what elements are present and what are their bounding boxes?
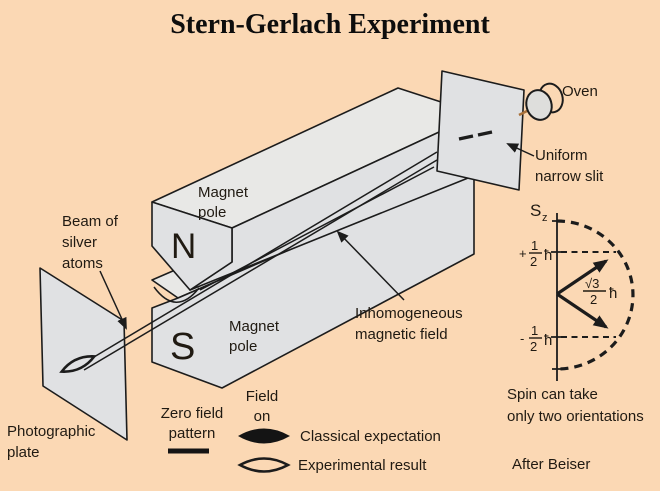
upper-magnet-end-face: [151, 201, 233, 291]
classical-pattern-icon: [238, 428, 290, 444]
field-label-line1: Inhomogeneous: [355, 305, 463, 322]
spin-axis-subscript: z: [542, 212, 548, 224]
spin-axis-label: S: [530, 201, 541, 220]
photographic-plate-label-line2: plate: [7, 444, 40, 461]
classical-label: Classical expectation: [300, 428, 441, 445]
beam-label-line1: Beam of: [62, 213, 119, 230]
slit-plate: [436, 70, 525, 191]
minus-den: 2: [530, 339, 537, 354]
minus-sign: -: [520, 331, 524, 346]
spin-plus-value: + 1 2 ħ: [519, 238, 552, 269]
magnitude-den: 2: [590, 292, 597, 307]
spin-semicircle: [556, 219, 635, 371]
spin-caption-line1: Spin can take: [507, 386, 598, 403]
field-on-label-line1: Field: [246, 388, 279, 405]
spin-magnitude-value: √3 2 ħ: [583, 276, 617, 307]
spin-minus-value: - 1 2 ħ: [520, 323, 552, 354]
field-on-label-line2: on: [254, 408, 271, 425]
experimental-label: Experimental result: [298, 457, 427, 474]
plus-hbar: ħ: [544, 247, 552, 264]
oven-body-front: [525, 89, 553, 121]
slit-label-line1: Uniform: [535, 147, 588, 164]
magnet-pole-top-label-line2: pole: [198, 204, 226, 221]
zero-field-label-line1: Zero field: [161, 405, 224, 422]
plus-sign: +: [519, 246, 527, 261]
north-pole-letter: N: [171, 227, 196, 266]
photographic-plate-label-line1: Photographic: [7, 423, 96, 440]
magnitude-num: √3: [585, 276, 599, 291]
beam-arrow: [99, 270, 127, 330]
callouts: Beam of silver atoms Uniform narrow slit…: [62, 143, 604, 343]
magnet-pole-bottom-label-line2: pole: [229, 338, 257, 355]
zero-field-label-line2: pattern: [169, 425, 216, 442]
plus-den: 2: [530, 254, 537, 269]
beam-line-split: [199, 166, 435, 291]
beam-line-lower: [83, 159, 438, 371]
spin-diagram: S z + 1 2 ħ - 1 2 ħ √3 2 ħ Spin can take…: [507, 201, 644, 425]
oven-label: Oven: [562, 83, 598, 100]
south-pole-letter: S: [170, 326, 195, 368]
groove-arc-left: [153, 286, 200, 303]
beam-lines: [83, 151, 438, 371]
minus-num: 1: [531, 323, 538, 338]
slit-label-line2: narrow slit: [535, 168, 604, 185]
spin-caption-line2: only two orientations: [507, 408, 644, 425]
magnitude-hbar: ħ: [609, 285, 617, 302]
slit-plate-face: [436, 70, 525, 191]
field-arrow: [336, 230, 405, 301]
slit-mark: [458, 130, 493, 141]
spin-vector-up: [556, 259, 609, 296]
beam-label-line3: atoms: [62, 255, 103, 272]
page-title: Stern-Gerlach Experiment: [170, 9, 490, 40]
spin-vector-down: [556, 292, 609, 329]
minus-hbar: ħ: [544, 332, 552, 349]
beam-label-line2: silver: [62, 234, 97, 251]
magnet-pole-bottom-label-line1: Magnet: [229, 318, 280, 335]
photographic-plate: Photographic plate: [7, 267, 128, 461]
credit-label: After Beiser: [512, 456, 590, 473]
plus-num: 1: [531, 238, 538, 253]
beam-line-upper: [93, 151, 438, 358]
magnet-pole-top-label-line1: Magnet: [198, 184, 249, 201]
slit-arrow: [506, 143, 535, 157]
photographic-plate-face: [39, 267, 128, 441]
oven: Oven: [518, 82, 598, 121]
upper-magnet: N Magnet pole: [151, 87, 479, 291]
field-label-line2: magnetic field: [355, 326, 448, 343]
experimental-pattern-icon: [237, 457, 291, 473]
legend: Zero field pattern Field on Classical ex…: [161, 388, 591, 474]
